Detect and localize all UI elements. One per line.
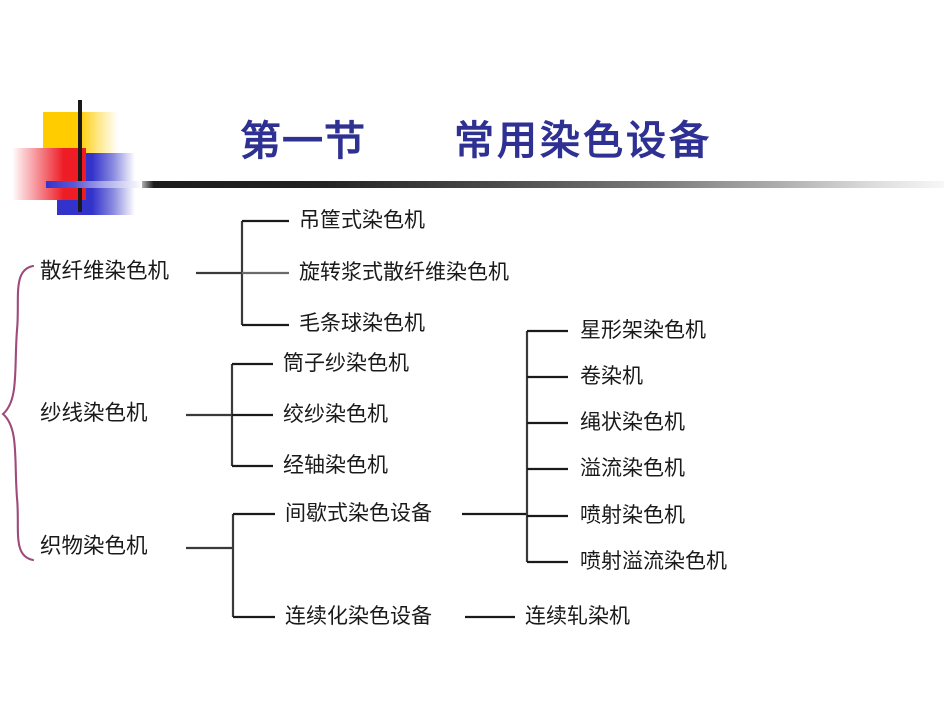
title-divider-rule — [46, 181, 944, 188]
node-hank-yarn-dyeing-machine[interactable]: 绞纱染色机 — [283, 402, 388, 426]
logo-cross-vertical-line — [78, 100, 82, 212]
node-intermittent-dyeing-equipment[interactable]: 间歇式染色设备 — [285, 501, 432, 525]
node-hanging-basket-dyeing-machine[interactable]: 吊筐式染色机 — [299, 208, 425, 232]
node-jet-dyeing-machine[interactable]: 喷射染色机 — [580, 503, 685, 527]
node-wool-top-ball-dyeing-machine[interactable]: 毛条球染色机 — [299, 311, 425, 335]
node-yarn-dyeing-machine[interactable]: 纱线染色机 — [40, 401, 148, 426]
node-continuous-dyeing-equipment[interactable]: 连续化染色设备 — [285, 604, 432, 628]
logo-red-square — [12, 148, 86, 200]
node-rope-dyeing-machine[interactable]: 绳状染色机 — [580, 410, 685, 434]
node-loose-fibre-dyeing-machine[interactable]: 散纤维染色机 — [40, 259, 170, 284]
node-rotary-paddle-loose-fibre-dyeing-machine[interactable]: 旋转浆式散纤维染色机 — [299, 260, 509, 284]
title-section-number: 第一节 — [240, 117, 366, 165]
title-section-name: 常用染色设备 — [454, 117, 712, 164]
node-jigger-dyeing-machine[interactable]: 卷染机 — [580, 364, 643, 388]
node-fabric-dyeing-machine[interactable]: 织物染色机 — [40, 534, 148, 559]
title-divider-blue-cap — [46, 181, 142, 188]
page-title: 第一节 常用染色设备 — [240, 104, 840, 170]
node-jet-overflow-dyeing-machine[interactable]: 喷射溢流染色机 — [580, 549, 727, 573]
root-brace-icon — [1, 264, 35, 562]
node-continuous-pad-dyeing-machine[interactable]: 连续轧染机 — [525, 604, 630, 628]
node-package-yarn-dyeing-machine[interactable]: 筒子纱染色机 — [283, 351, 409, 375]
node-beam-dyeing-machine[interactable]: 经轴染色机 — [283, 453, 388, 477]
slide-header: 第一节 常用染色设备 — [0, 0, 950, 215]
node-overflow-dyeing-machine[interactable]: 溢流染色机 — [580, 456, 685, 480]
node-star-frame-dyeing-machine[interactable]: 星形架染色机 — [580, 318, 706, 342]
